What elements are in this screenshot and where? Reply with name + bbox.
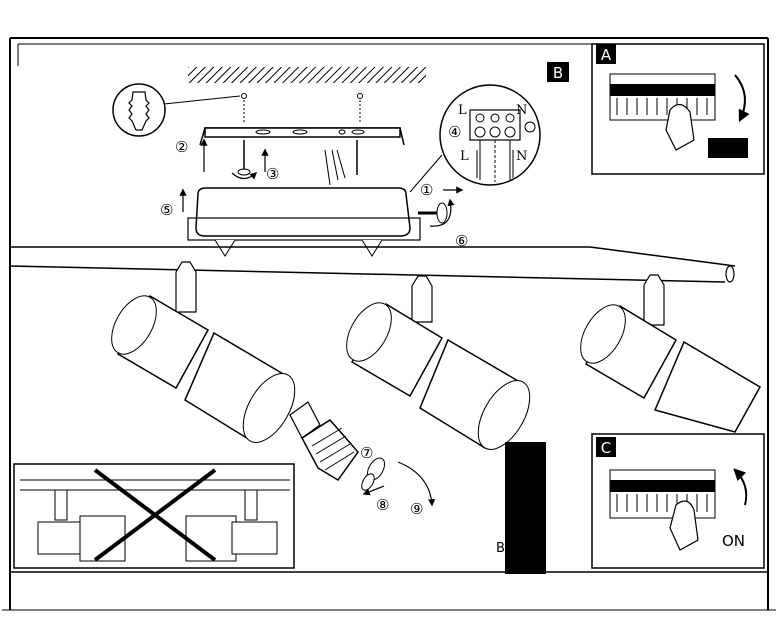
mounting-bracket (199, 100, 405, 186)
incorrect-mounting-panel (13, 463, 295, 569)
terminal-bottom-n: N (516, 149, 527, 164)
step-1-label: ① (420, 181, 433, 199)
panel-c-switch-on (591, 433, 765, 569)
terminal-block-callout (409, 84, 541, 193)
spotlight-3 (580, 274, 762, 433)
step-5-label: ⑤ (160, 201, 173, 219)
step-3-label: ③ (266, 165, 279, 183)
step-9-label: ⑨ (410, 500, 423, 518)
step-arrows-2-3 (200, 138, 269, 180)
ceiling-hatch (188, 67, 426, 83)
track-bar (9, 246, 736, 283)
step-4-label: ④ (448, 123, 461, 141)
on-label: ON (722, 532, 745, 550)
panel-b-letter: B (553, 64, 563, 82)
canopy-screw (179, 186, 464, 227)
panel-c-letter: C (601, 439, 611, 457)
gu10-bulb (289, 401, 436, 507)
step-8-label: ⑧ (376, 496, 389, 514)
step-2-label: ② (175, 138, 188, 156)
panel-a-letter: A (601, 46, 612, 64)
page-frame (2, 37, 776, 611)
spotlight-1 (111, 261, 296, 443)
step-6-label: ⑥ (455, 232, 468, 250)
step-7-label: ⑦ (360, 444, 373, 462)
panel-b-label: B (547, 62, 569, 82)
terminal-bottom-l: L (460, 149, 469, 164)
terminal-top-n: N (516, 103, 527, 118)
wall-plug-callout (112, 83, 363, 137)
spotlight-2 (346, 275, 531, 450)
terminal-top-l: L (458, 103, 467, 118)
redaction-bar (505, 442, 546, 574)
canopy (187, 187, 421, 257)
panel-a-switch-off (591, 43, 765, 175)
